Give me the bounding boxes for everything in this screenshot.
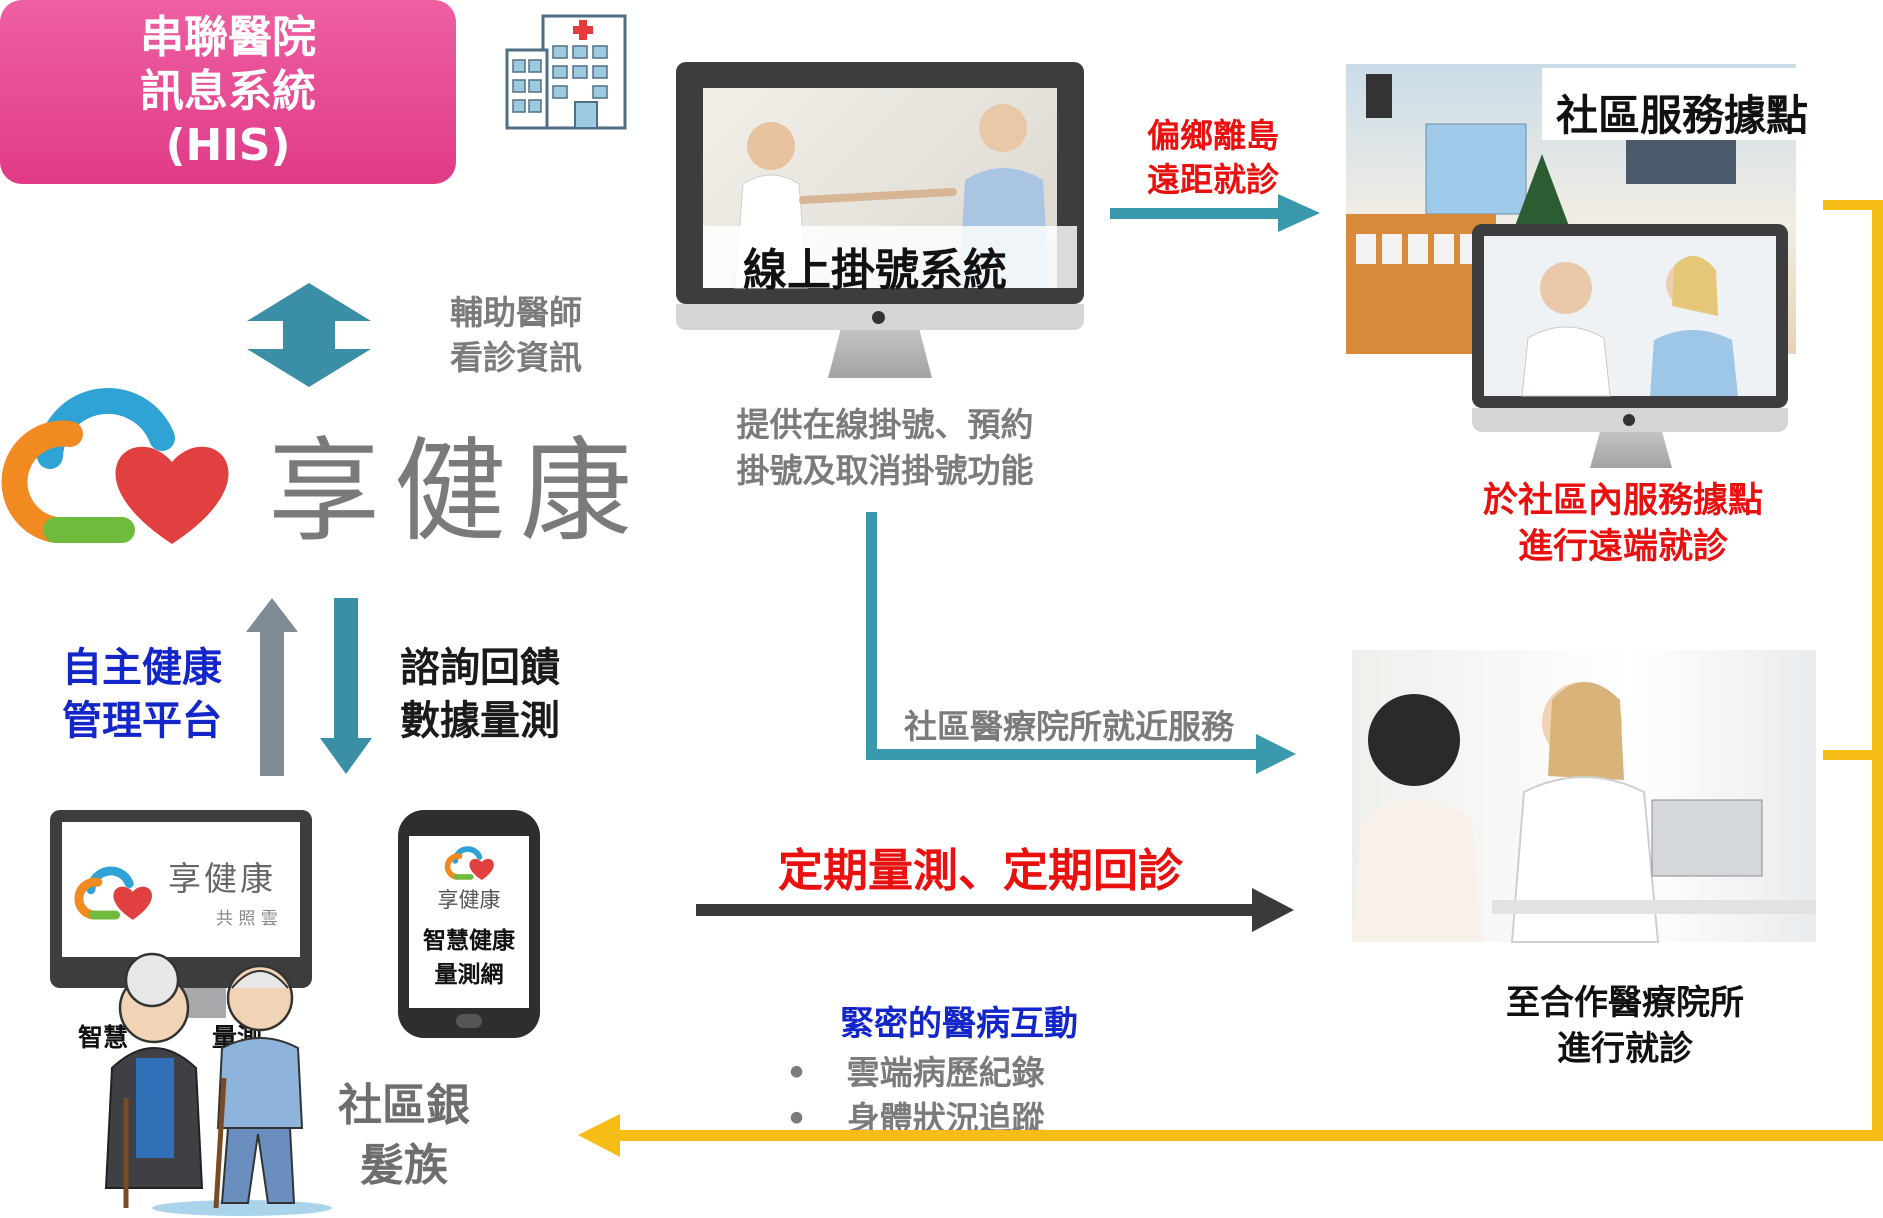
download-arrow — [320, 598, 372, 774]
registration-monitor-chin — [676, 304, 1084, 330]
hospital-building-icon — [505, 14, 627, 130]
registration-monitor-stand — [828, 330, 932, 378]
his-link-caption: 輔助醫師 看診資訊 — [450, 293, 582, 377]
interaction-title: 緊密的醫病互動 — [840, 1004, 1078, 1044]
feedback-loop-arrow — [578, 200, 1883, 1157]
community-point-caption: 於社區內服務據點 進行遠端就診 — [1482, 481, 1763, 567]
telemedicine-monitor-chin — [1472, 408, 1788, 432]
nearby-service-label: 社區醫療院所就近服務 — [904, 707, 1234, 746]
screen-caption-left: 智慧 — [78, 1023, 129, 1052]
elderly-couple-illustration — [104, 952, 332, 1216]
screen-card-name: 享健康 — [168, 859, 276, 898]
bullet-dot-icon: • — [786, 1053, 808, 1092]
registration-caption: 提供在線掛號、預約 掛號及取消掛號功能 — [736, 405, 1034, 490]
upload-arrow — [246, 598, 298, 776]
cloud-heart-logo-icon — [74, 866, 152, 920]
cloud-heart-logo-icon — [444, 846, 494, 881]
interaction-bullet-1: • 雲端病歷紀錄 — [786, 1046, 1045, 1094]
doctor-consultation-photo — [1352, 650, 1816, 943]
phone-card-title: 智慧健康 量測網 — [423, 928, 515, 988]
cloud-heart-logo-icon — [1, 387, 229, 544]
telemedicine-monitor — [1472, 224, 1788, 408]
regular-visit-label: 定期量測、定期回診 — [778, 844, 1184, 897]
seniors-label: 社區銀 髮族 — [338, 1080, 470, 1191]
his-system-box: 串聯醫院 訊息系統 (HIS) — [0, 0, 456, 184]
nearby-service-arrow — [866, 512, 1296, 774]
community-point-title: 社區服務據點 — [1556, 91, 1809, 140]
smartphone: 享健康 智慧健康 量測網 — [398, 810, 540, 1038]
bullet-dot-icon: • — [786, 1099, 808, 1138]
registration-monitor: 線上掛號系統 — [676, 62, 1084, 304]
telemedicine-monitor-stand — [1590, 432, 1672, 468]
desktop-monitor: 享健康 共 照 雲 — [50, 810, 312, 988]
doctor-reception-photo: 線上掛號系統 — [703, 88, 1077, 296]
his-double-arrow — [247, 283, 371, 387]
remote-label: 偏鄉離島 遠距就診 — [1147, 116, 1279, 199]
consult-label: 諮詢回饋 數據量測 — [400, 645, 560, 744]
remote-arrow — [1110, 194, 1320, 232]
phone-card-name: 享健康 — [437, 888, 501, 912]
screen-card-sub: 共 照 雲 — [216, 909, 278, 929]
partner-clinic-caption: 至合作醫療院所 進行就診 — [1506, 983, 1744, 1069]
regular-visit-arrow — [696, 888, 1294, 932]
registration-screen-title: 線上掛號系統 — [743, 245, 1007, 296]
self-manage-label: 自主健康 管理平台 — [62, 645, 222, 744]
brand-name: 享健康 — [268, 427, 646, 557]
interaction-bullet-1-text: 雲端病歷紀錄 — [846, 1053, 1045, 1092]
telemedicine-video-photo — [1484, 236, 1776, 397]
